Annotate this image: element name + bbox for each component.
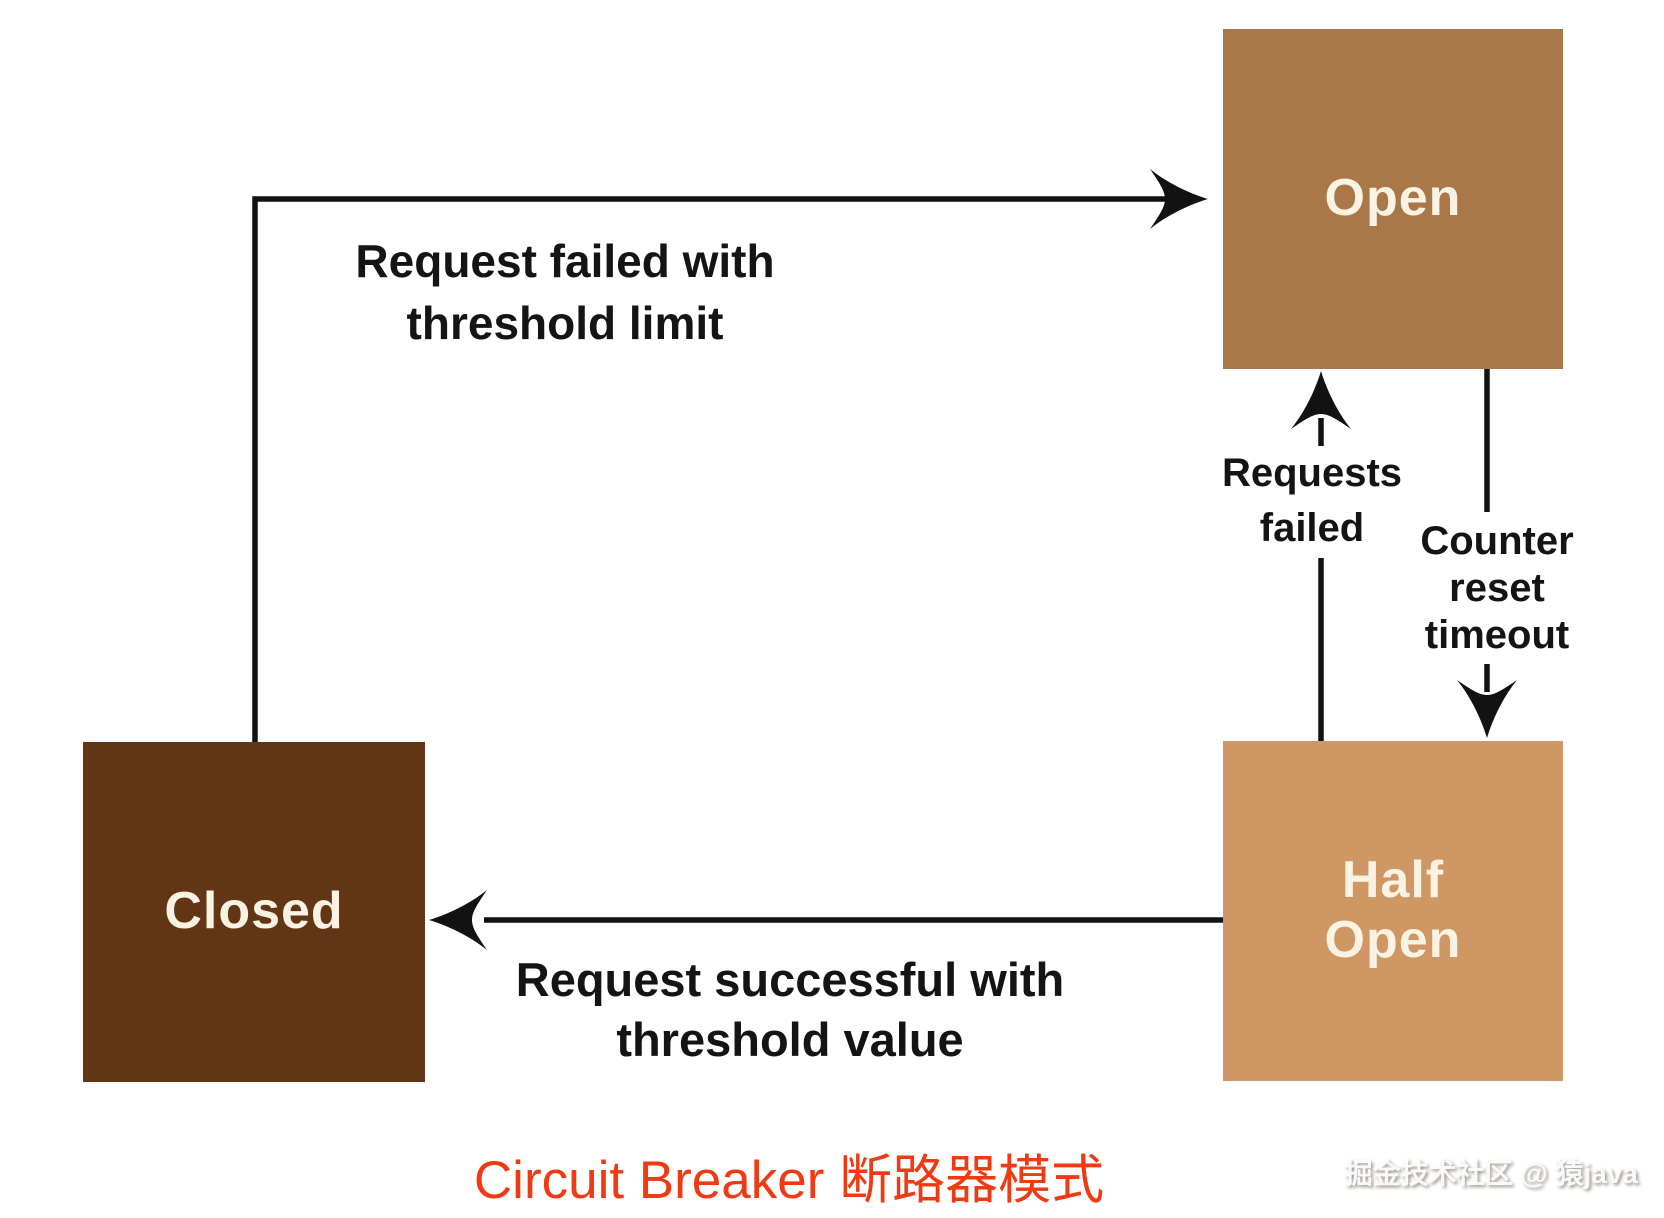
diagram-title: Circuit Breaker 断路器模式 (473, 1151, 1105, 1210)
transition-label-line: threshold limit (406, 297, 724, 349)
transition-label-line: failed (1259, 506, 1365, 550)
transition-label-half-open-to-open: Requests failed (1215, 446, 1409, 556)
arrow-closed-to-open (252, 196, 1170, 742)
arrowhead-half-open-to-open (1291, 371, 1351, 429)
state-label-half-open: Half Open (1324, 851, 1462, 969)
state-box-half-open: Half Open (1223, 741, 1563, 1081)
transition-label-line: Requests (1221, 451, 1403, 495)
transition-label-line: Counter (1420, 519, 1574, 563)
transition-label-line: reset (1449, 566, 1545, 610)
watermark-text: 掘金技术社区 @ 猿java (1344, 1158, 1638, 1189)
state-box-closed: Closed (83, 742, 425, 1082)
transition-label-closed-to-open: Request failed with threshold limit (355, 230, 774, 354)
state-label-open: Open (1324, 169, 1462, 228)
state-box-open: Open (1223, 29, 1563, 369)
transition-label-open-to-half-open: Counter reset timeout (1414, 518, 1580, 659)
transition-label-half-open-to-closed: Request successful with threshold value (516, 950, 1065, 1070)
arrowhead-open-to-half-open (1457, 680, 1517, 738)
transition-label-line: Request failed with (355, 235, 775, 287)
transition-label-line: Request successful with (515, 953, 1065, 1006)
transition-label-line: threshold value (616, 1013, 964, 1066)
state-label-closed: Closed (164, 882, 344, 941)
arrowhead-half-open-to-closed (429, 890, 487, 950)
transition-label-line: timeout (1424, 613, 1570, 657)
arrowhead-closed-to-open (1150, 169, 1208, 229)
